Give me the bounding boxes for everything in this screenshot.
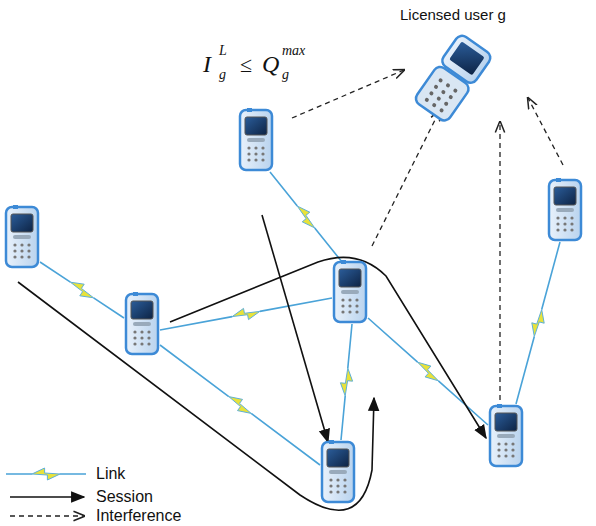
interference-arrows <box>292 70 563 418</box>
formula-part: g <box>282 68 289 82</box>
interference-sample <box>10 515 84 516</box>
legend-text: Session <box>96 489 153 505</box>
node-label: Licensed user g <box>400 6 506 23</box>
formula-part: L <box>219 44 227 58</box>
link-line <box>368 318 488 425</box>
formula-part: ≤ <box>240 54 252 76</box>
session-arrow <box>170 257 486 438</box>
link-bolt <box>532 310 544 337</box>
session-arrows <box>18 215 486 510</box>
phone-icon <box>126 292 158 354</box>
link-line <box>160 345 320 465</box>
link-bolt <box>70 282 93 298</box>
formula-part: Q <box>262 52 279 76</box>
link-bolt <box>32 468 60 480</box>
formula-part: I <box>203 52 211 76</box>
link-sample <box>6 468 86 480</box>
licensed-user-phone <box>413 33 493 123</box>
link-line <box>40 262 124 318</box>
link-bolt <box>418 362 439 381</box>
session-arrow <box>18 282 374 510</box>
link-line <box>341 324 352 440</box>
session-sample <box>10 496 84 498</box>
formula-part: max <box>282 44 305 58</box>
interference-arrow <box>528 98 563 165</box>
phones <box>6 108 581 502</box>
licensed-user-node: Licensed user g <box>400 6 506 23</box>
legend-text: Interference <box>96 508 181 524</box>
link-bolt <box>297 206 314 228</box>
link-bolt <box>340 368 352 396</box>
phone-icon <box>334 260 366 322</box>
link-line <box>160 298 332 330</box>
wireless-links <box>40 172 560 465</box>
link-bolt <box>229 397 251 414</box>
link-bolt <box>232 308 260 319</box>
link-line <box>516 242 560 404</box>
phone-icon <box>490 404 522 466</box>
interference-arrow <box>292 70 404 118</box>
formula-part: g <box>219 68 226 82</box>
legend-text: Link <box>96 466 125 482</box>
link-line <box>270 172 342 262</box>
phone-icon <box>322 440 354 502</box>
interference-arrow <box>499 122 500 418</box>
phone-icon <box>549 178 581 240</box>
legend-samples <box>6 468 86 516</box>
session-arrow <box>262 215 328 442</box>
phone-icon <box>240 108 272 170</box>
phone-icon <box>6 205 38 267</box>
interference-arrow <box>372 110 440 246</box>
